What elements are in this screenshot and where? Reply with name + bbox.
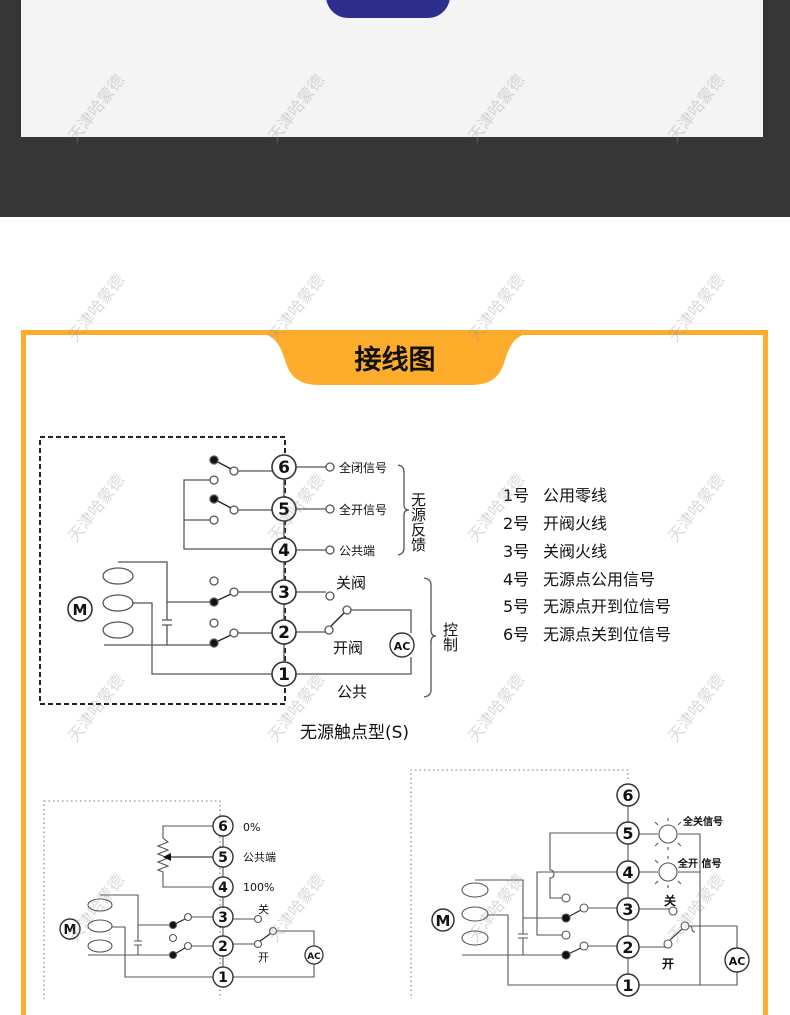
label-close: 关: [664, 893, 676, 908]
product-bottom: [326, 0, 450, 18]
legend-num: 5号: [503, 597, 529, 616]
title-tab: [255, 333, 535, 385]
product-image-panel: [21, 0, 763, 137]
diagram-signal-lamp: M AC 6 5 4 3 2 1 全关信号 全开 信号: [410, 769, 750, 999]
terminal-1: 1: [278, 665, 290, 685]
terminal-legend: 1号公用零线 2号开阀火线 3号关阀火线 4号无源点公用信号 5号无源点开到位信…: [503, 486, 671, 644]
label-full-closed: 全闭信号: [339, 460, 387, 475]
legend-desc: 无源点公用信号: [543, 570, 655, 589]
legend-num: 1号: [503, 486, 529, 505]
legend-num: 4号: [503, 570, 529, 589]
terminal-4: 4: [218, 880, 228, 896]
terminal-5: 5: [622, 824, 633, 843]
terminal-5: 5: [278, 500, 290, 520]
label-open-valve: 开阀: [333, 639, 363, 657]
label-close-valve: 关阀: [336, 574, 366, 592]
diagram-passive-contact: M AC 6 5 4 3 2 1 全闭信号 全开信号 公: [39, 436, 459, 743]
terminal-4: 4: [278, 541, 290, 561]
label-close: 关: [258, 902, 269, 916]
legend-desc: 公用零线: [543, 486, 607, 505]
legend-num: 2号: [503, 514, 529, 533]
legend-desc: 无源点开到位信号: [543, 597, 671, 616]
section-title: 接线图: [355, 345, 436, 376]
terminal-2: 2: [622, 938, 633, 957]
terminal-3: 3: [622, 900, 633, 919]
terminal-2: 2: [278, 623, 290, 643]
control-group-label: 控制: [441, 622, 459, 652]
motor-label: M: [64, 923, 77, 938]
wiring-frame: [21, 330, 768, 1015]
label-common: 公共端: [243, 851, 276, 864]
legend-num: 6号: [503, 625, 529, 644]
legend-desc: 关阀火线: [543, 542, 607, 561]
terminal-3: 3: [218, 910, 228, 926]
label-common: 公共端: [339, 544, 375, 558]
label-closed-signal: 全关信号: [682, 815, 723, 828]
label-open-signal: 全开 信号: [677, 857, 721, 870]
diagram-caption: 无源触点型(S): [300, 723, 409, 743]
terminal-3: 3: [278, 583, 290, 603]
terminal-6: 6: [218, 819, 228, 835]
legend-desc: 开阀火线: [543, 514, 607, 533]
terminal-6: 6: [622, 786, 633, 805]
label-common-control: 公共: [337, 683, 367, 701]
label-0-percent: 0%: [243, 821, 260, 834]
terminal-1: 1: [218, 970, 228, 986]
label-open: 开: [258, 951, 269, 964]
ac-label: AC: [729, 955, 746, 968]
label-100-percent: 100%: [243, 881, 274, 894]
diagram-potentiometer: M AC 6 5 4 3 2 1 0% 公共端 100% 关 开: [43, 800, 324, 999]
motor-label: M: [73, 601, 88, 619]
terminal-2: 2: [218, 939, 228, 955]
legend-desc: 无源点关到位信号: [543, 625, 671, 644]
terminal-4: 4: [622, 863, 633, 882]
ac-label: AC: [307, 952, 321, 962]
ac-label: AC: [394, 640, 411, 653]
terminal-5: 5: [218, 850, 228, 866]
feedback-group-label: 无源反馈: [409, 492, 427, 552]
terminal-1: 1: [622, 976, 633, 995]
label-open: 开: [662, 957, 674, 971]
terminal-6: 6: [278, 458, 290, 478]
legend-num: 3号: [503, 542, 529, 561]
label-full-open: 全开信号: [339, 502, 387, 517]
motor-label: M: [436, 912, 451, 930]
